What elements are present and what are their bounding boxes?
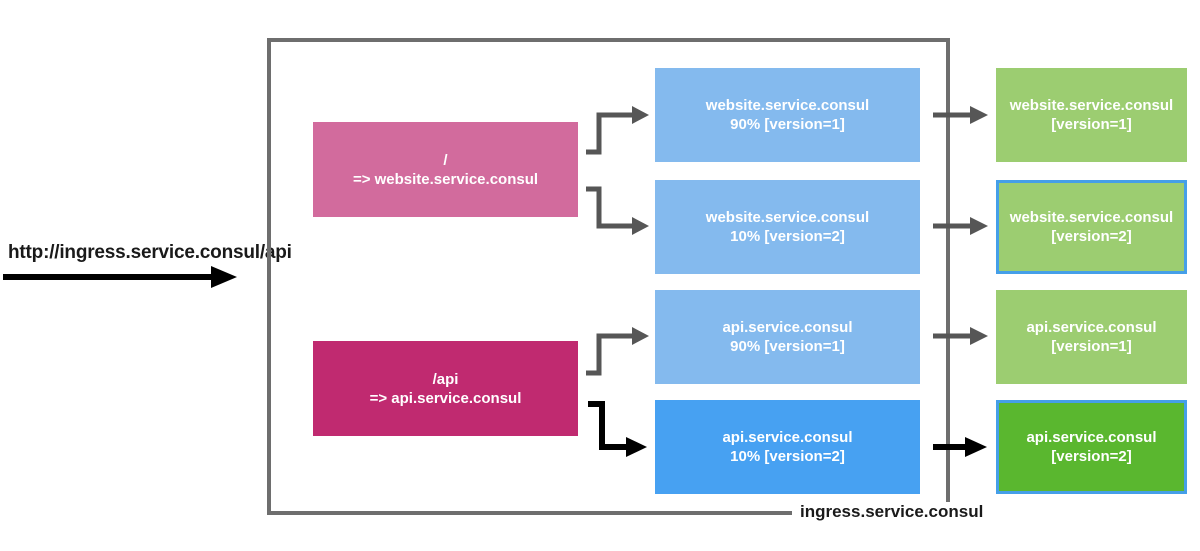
upstream-name: website.service.consul xyxy=(705,209,870,226)
upstream-weight: 10% [version=2] xyxy=(730,448,845,465)
upstream-name: api.service.consul xyxy=(722,429,853,446)
upstream-box-website-v1: website.service.consul 90% [version=1] xyxy=(655,68,920,162)
route-box-api: /api => api.service.consul xyxy=(313,341,578,436)
instance-version: [version=1] xyxy=(1051,116,1132,133)
upstream-box-api-v1: api.service.consul 90% [version=1] xyxy=(655,290,920,384)
request-url-label: http://ingress.service.consul/api xyxy=(8,242,292,263)
instance-box-website-v1: website.service.consul [version=1] xyxy=(996,68,1187,162)
request-arrow-icon xyxy=(3,266,237,288)
upstream-box-api-v2: api.service.consul 10% [version=2] xyxy=(655,400,920,494)
route-box-website: / => website.service.consul xyxy=(313,122,578,217)
instance-box-website-v2: website.service.consul [version=2] xyxy=(996,180,1187,274)
upstream-name: api.service.consul xyxy=(722,319,853,336)
ingress-gateway-box xyxy=(267,38,950,515)
instance-box-api-v2: api.service.consul [version=2] xyxy=(996,400,1187,494)
route-target: => website.service.consul xyxy=(352,170,539,188)
instance-version: [version=1] xyxy=(1051,338,1132,355)
instance-name: website.service.consul xyxy=(1009,209,1174,226)
upstream-weight: 90% [version=1] xyxy=(730,338,845,355)
ingress-gateway-label: ingress.service.consul xyxy=(792,502,992,522)
route-path: / xyxy=(443,151,448,169)
upstream-weight: 90% [version=1] xyxy=(730,116,845,133)
upstream-name: website.service.consul xyxy=(705,97,870,114)
upstream-box-website-v2: website.service.consul 10% [version=2] xyxy=(655,180,920,274)
instance-box-api-v1: api.service.consul [version=1] xyxy=(996,290,1187,384)
upstream-weight: 10% [version=2] xyxy=(730,228,845,245)
instance-name: api.service.consul xyxy=(1026,429,1157,446)
instance-name: api.service.consul xyxy=(1026,319,1157,336)
instance-version: [version=2] xyxy=(1051,448,1132,465)
instance-version: [version=2] xyxy=(1051,228,1132,245)
route-path: /api xyxy=(432,370,459,388)
instance-name: website.service.consul xyxy=(1009,97,1174,114)
route-target: => api.service.consul xyxy=(369,389,522,407)
